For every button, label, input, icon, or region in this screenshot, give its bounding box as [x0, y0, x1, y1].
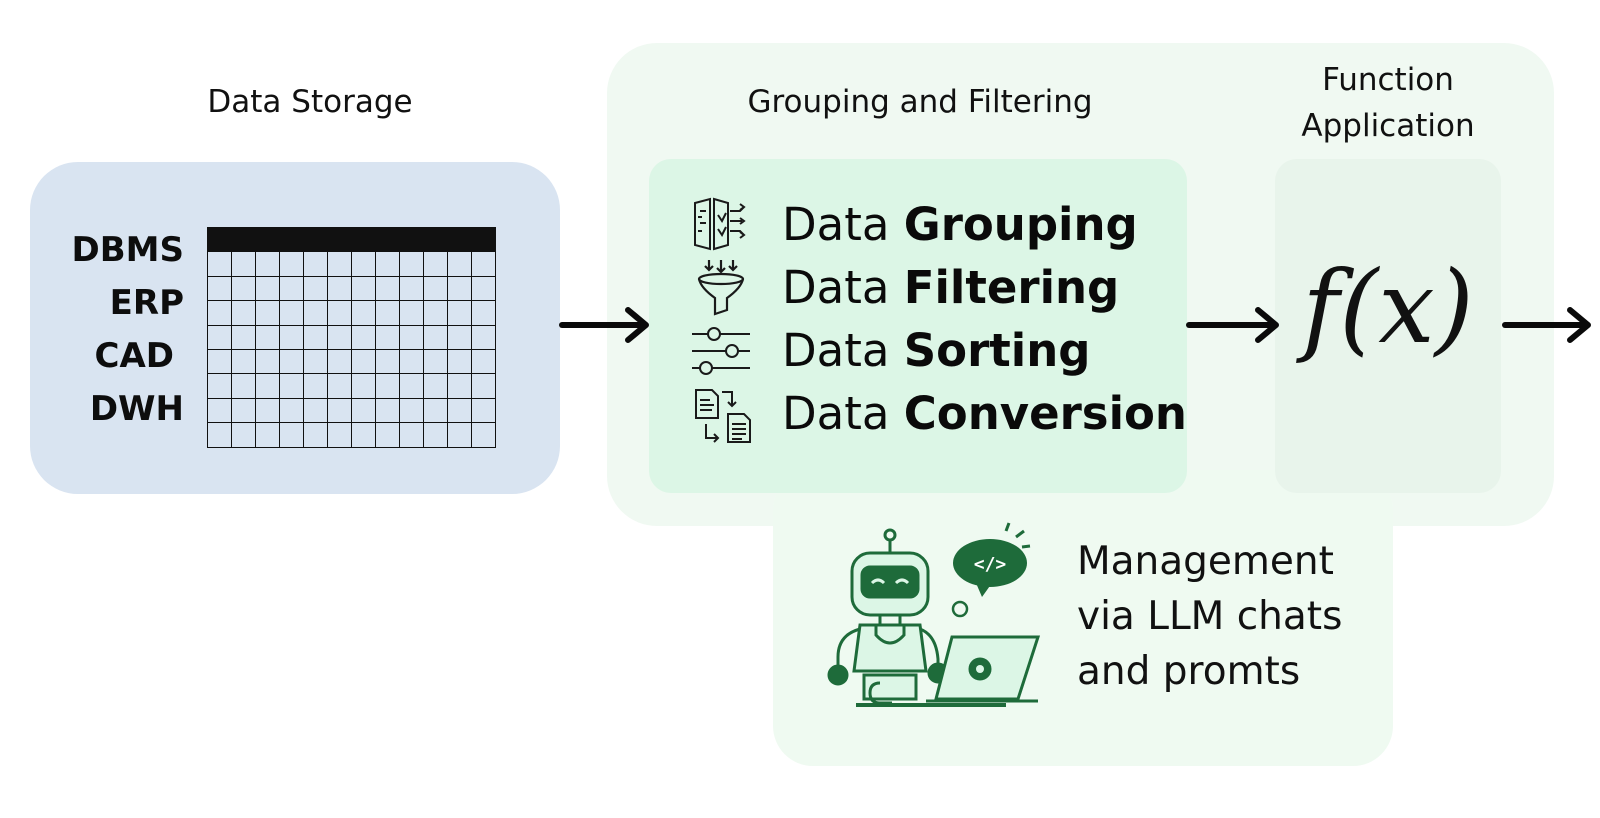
source-label-erp: ERP	[109, 283, 184, 323]
management-panel	[773, 470, 1393, 766]
source-label-cad: CAD	[94, 336, 175, 376]
robot-laptop-icon: </>	[827, 522, 1041, 707]
operation-name: Sorting	[903, 324, 1091, 377]
operation-grouping: Data Grouping	[782, 198, 1138, 251]
operation-name: Grouping	[903, 198, 1138, 251]
data-table-graphic	[207, 226, 496, 448]
function-title-line2: Application	[1301, 108, 1475, 144]
storage-title: Data Storage	[207, 84, 413, 120]
sliders-icon	[692, 327, 750, 375]
operation-conversion: Data Conversion	[782, 387, 1187, 440]
source-label-dbms: DBMS	[71, 230, 184, 270]
function-formula: f(x)	[1302, 249, 1474, 366]
management-line-1: Management	[1077, 539, 1334, 584]
operation-prefix: Data	[782, 324, 890, 377]
operation-name: Conversion	[903, 387, 1187, 440]
operation-name: Filtering	[903, 261, 1120, 314]
management-line-3: and promts	[1077, 649, 1301, 694]
operation-prefix: Data	[782, 198, 890, 251]
arrow-storage-to-ops	[559, 307, 649, 343]
funnel-icon	[697, 260, 745, 316]
document-convert-icon	[695, 389, 751, 443]
source-label-dwh: DWH	[89, 389, 184, 429]
management-line-2: via LLM chats	[1077, 594, 1343, 639]
function-box	[1275, 159, 1501, 493]
operations-box	[649, 159, 1187, 493]
grouping-title: Grouping and Filtering	[747, 84, 1093, 120]
arrow-ops-to-function	[1186, 307, 1279, 343]
svg-text:</>: </>	[974, 554, 1007, 575]
function-title-line1: Function	[1322, 62, 1454, 98]
arrow-function-output	[1502, 307, 1591, 343]
operation-sorting: Data Sorting	[782, 324, 1090, 377]
grouping-icon	[694, 197, 746, 251]
operation-prefix: Data	[782, 261, 890, 314]
operation-prefix: Data	[782, 387, 890, 440]
operation-filtering: Data Filtering	[782, 261, 1119, 314]
